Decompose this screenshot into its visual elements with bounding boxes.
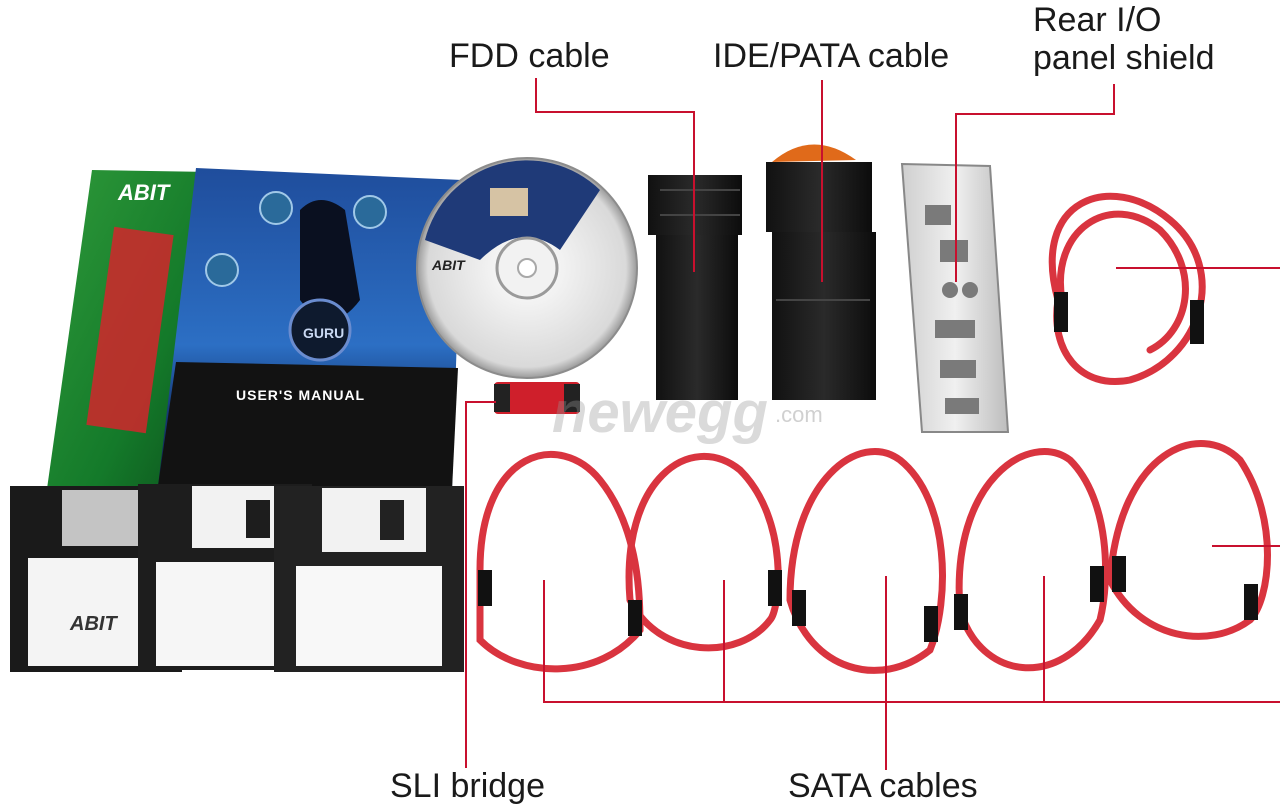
label-rear-io-line1: Rear I/O xyxy=(1033,1,1162,39)
io-shield xyxy=(900,162,1010,433)
leader-lines xyxy=(465,78,1280,770)
sata-cables xyxy=(476,192,1271,674)
green-manual-brand: ABIT xyxy=(117,180,171,205)
label-sata-cables: SATA cables xyxy=(788,767,978,805)
ide-cable xyxy=(766,144,876,400)
manual-title: USER'S MANUAL xyxy=(236,387,365,403)
label-rear-io-line2: panel shield xyxy=(1033,39,1215,77)
driver-cd: ABIT xyxy=(416,157,638,379)
floppy-disks: ABIT xyxy=(10,484,464,672)
cd-brand: ABIT xyxy=(431,257,466,273)
guru-badge: GURU xyxy=(303,325,344,341)
label-fdd-cable: FDD cable xyxy=(449,37,610,75)
label-sli-bridge: SLI bridge xyxy=(390,767,545,805)
floppy-brand: ABIT xyxy=(69,613,118,635)
label-ide-cable: IDE/PATA cable xyxy=(713,37,950,75)
watermark-suffix: .com xyxy=(775,402,823,427)
users-manual: GURU USER'S MANUAL xyxy=(158,168,462,490)
sata-connectors xyxy=(478,292,1258,642)
sli-bridge xyxy=(494,382,580,414)
